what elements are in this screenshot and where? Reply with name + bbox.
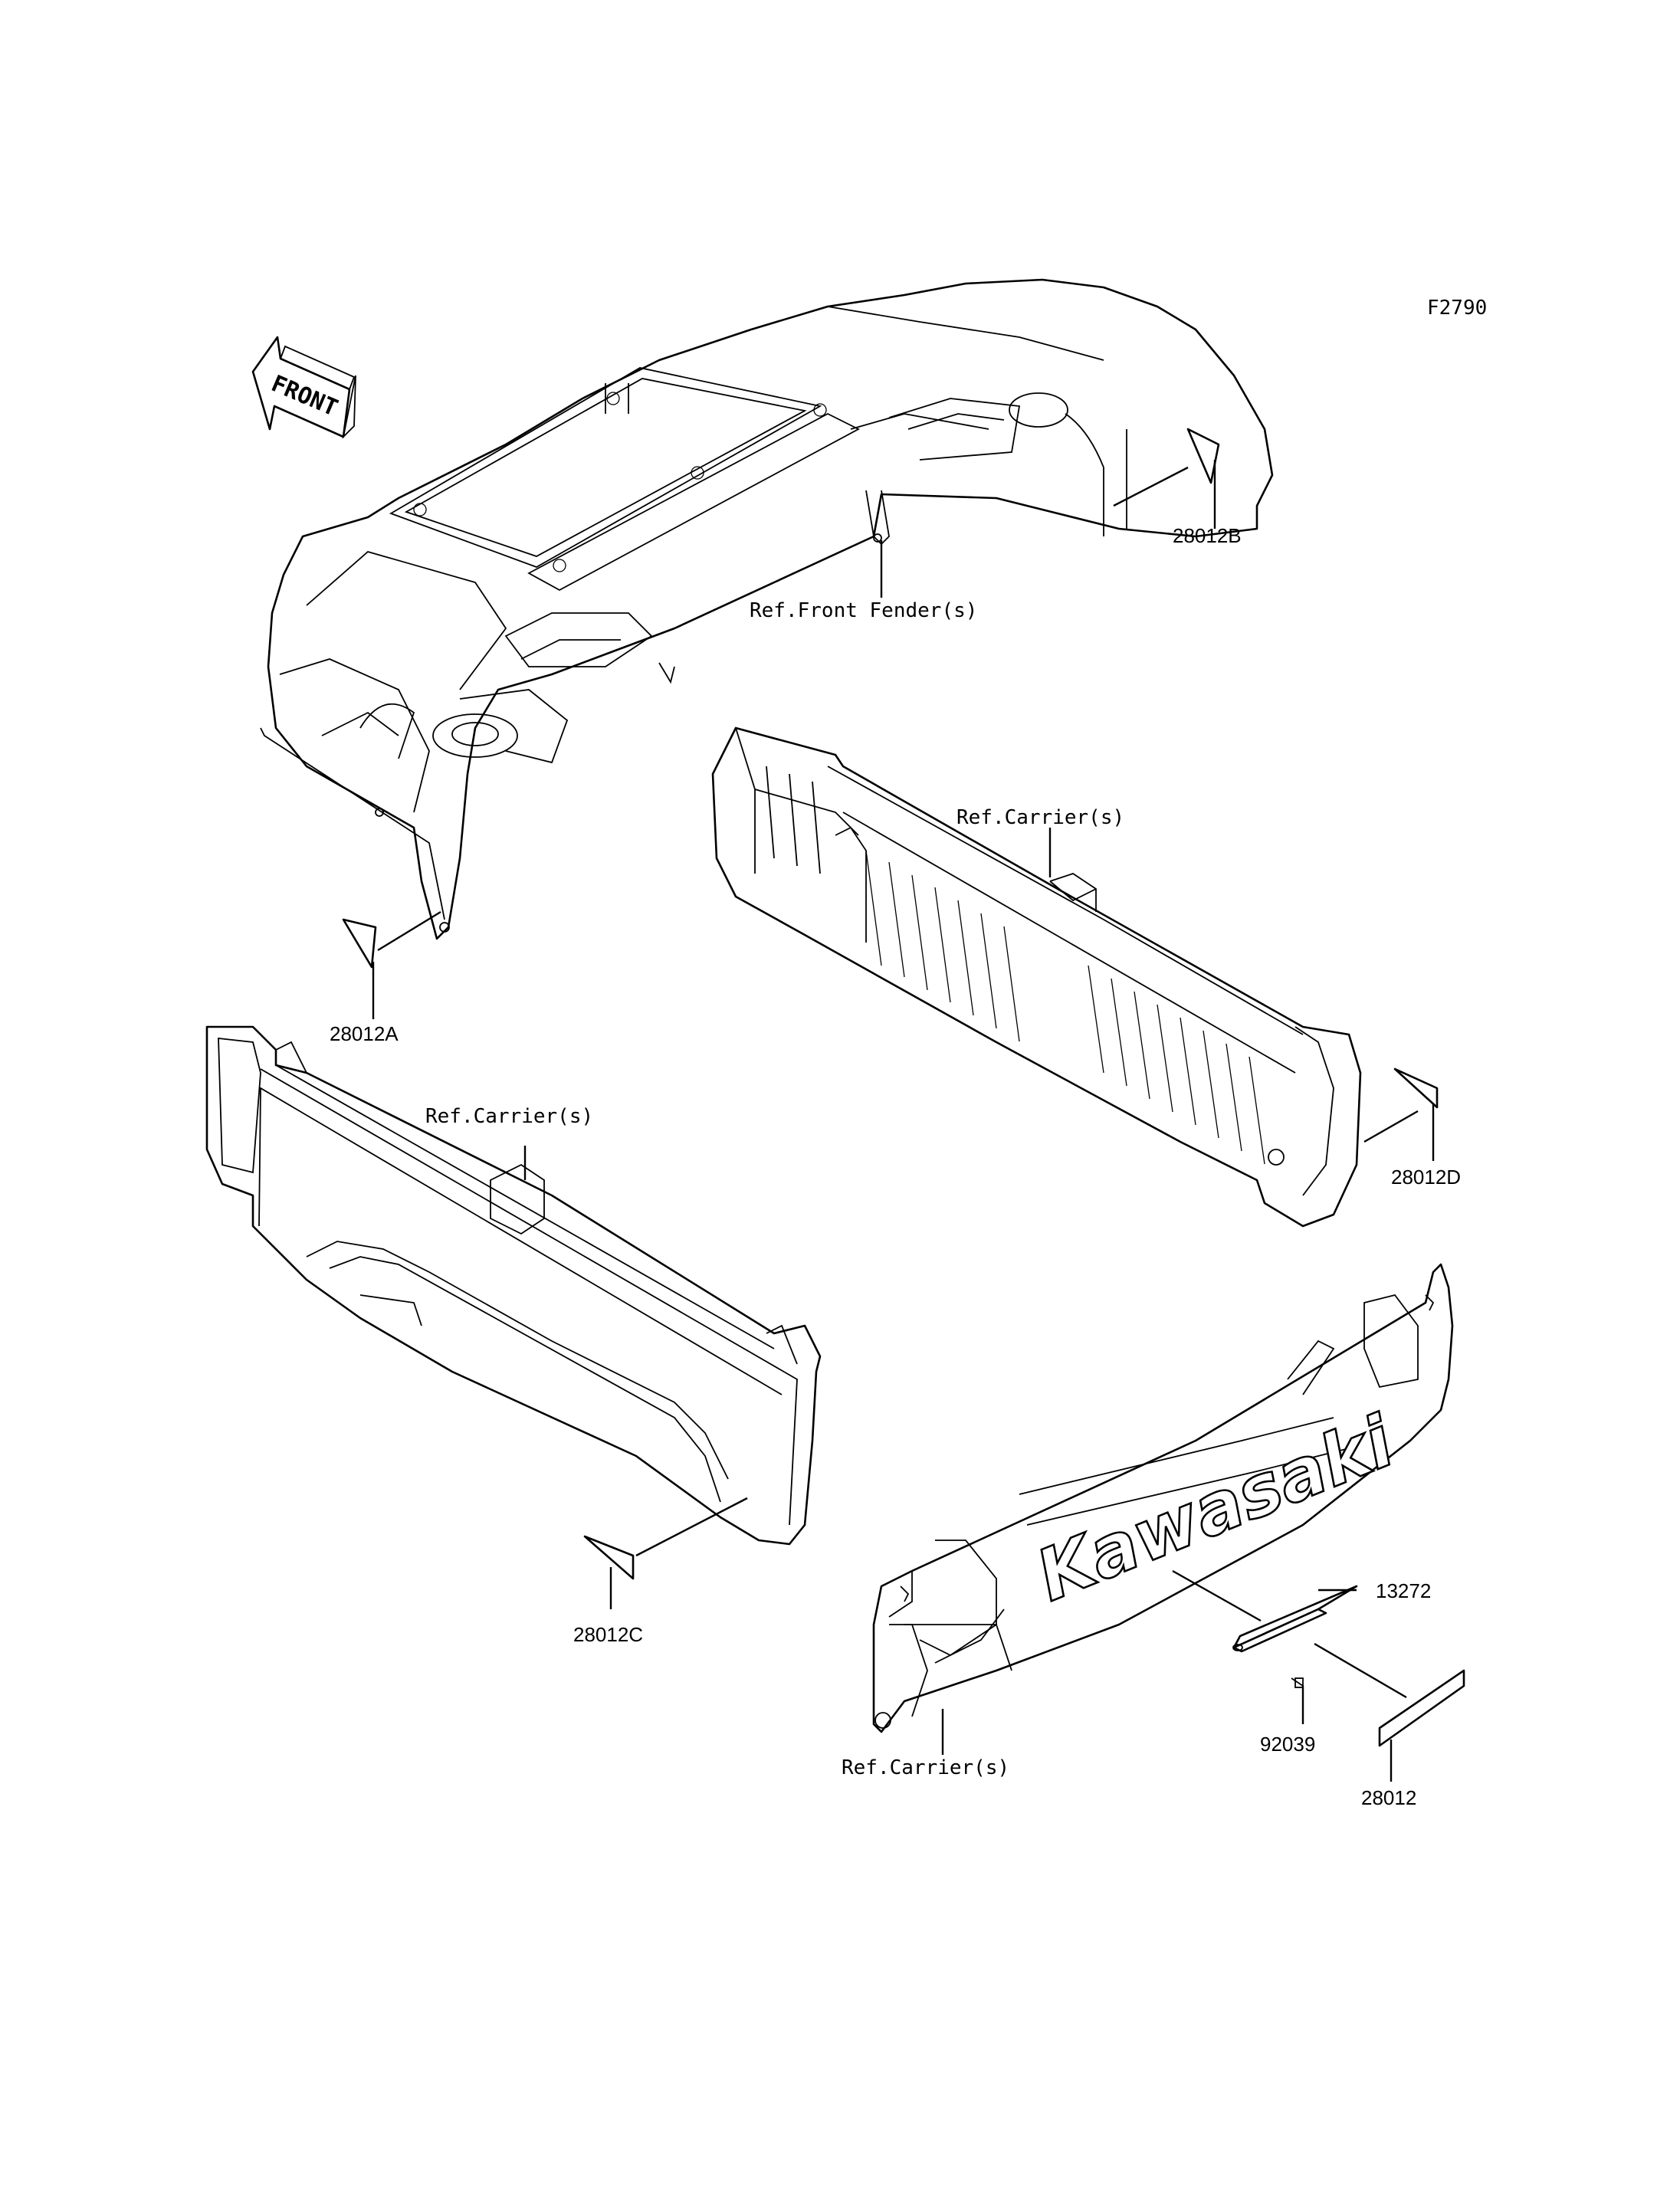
callout-28012b: 28012B — [1173, 524, 1242, 547]
label-28012c-part — [583, 1535, 635, 1580]
callout-ref-carrier-left: Ref.Carrier(s) — [425, 1105, 593, 1128]
label-28012d-part — [1393, 1067, 1439, 1109]
label-28012a-part — [342, 918, 377, 969]
callout-28012: 28012 — [1361, 1786, 1416, 1809]
front-direction-arrow-icon: FRONT — [251, 336, 356, 439]
screw-92039-part — [1291, 1677, 1304, 1688]
callout-92039: 92039 — [1260, 1733, 1315, 1756]
left-carrier-illustration — [205, 1025, 822, 1546]
callout-ref-front-fender: Ref.Front Fender(s) — [750, 599, 977, 622]
figure-code: F2790 — [1427, 297, 1487, 320]
bracket-13272-part — [1232, 1585, 1358, 1653]
leader-lines — [372, 460, 1435, 1782]
callout-13272: 13272 — [1376, 1579, 1431, 1602]
label-28012-part — [1378, 1669, 1465, 1747]
callout-ref-carrier-rear: Ref.Carrier(s) — [842, 1756, 1009, 1779]
callout-ref-carrier-right: Ref.Carrier(s) — [956, 806, 1124, 829]
rear-carrier-illustration: Kawasaki — [872, 1263, 1454, 1733]
callout-28012c: 28012C — [573, 1623, 643, 1646]
callout-28012d: 28012D — [1391, 1166, 1461, 1189]
right-carrier-illustration — [711, 726, 1362, 1228]
carrier-ribs — [865, 850, 1265, 1165]
callout-28012a: 28012A — [330, 1022, 399, 1045]
front-fender-illustration — [260, 278, 1274, 940]
